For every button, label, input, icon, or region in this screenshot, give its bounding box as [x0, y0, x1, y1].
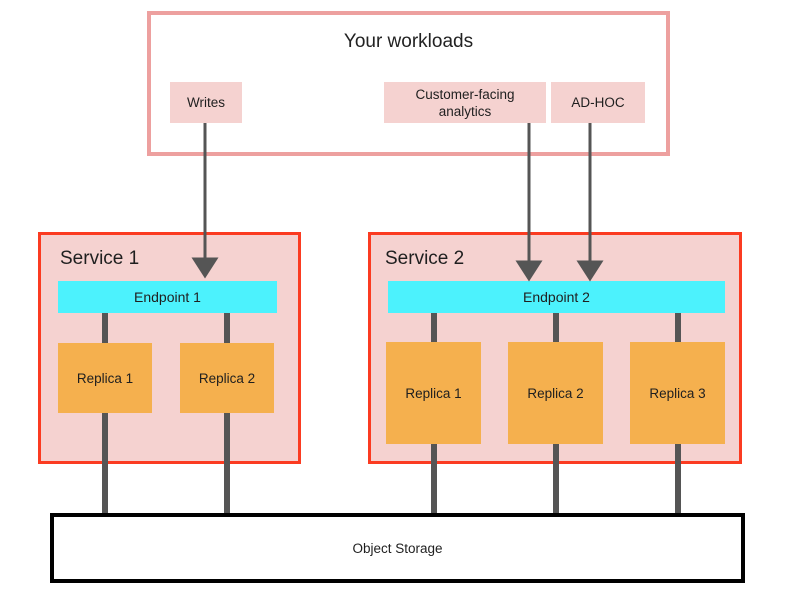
service-1-replica-2[interactable]: Replica 2	[180, 343, 274, 413]
service-2-replica-3[interactable]: Replica 3	[630, 342, 725, 444]
workload-box-customer-facing-analytics[interactable]: Customer-facing analytics	[384, 82, 546, 123]
object-storage-box[interactable]: Object Storage	[50, 513, 745, 583]
pipe-service2-replica2-storage	[553, 443, 559, 517]
pipe-service1-replica2-storage	[224, 411, 230, 517]
workload-box-ad-hoc[interactable]: AD-HOC	[551, 82, 645, 123]
pipe-service2-replica1-storage	[431, 443, 437, 517]
service-2-replica-2[interactable]: Replica 2	[508, 342, 603, 444]
workloads-title: Your workloads	[343, 31, 474, 52]
pipe-endpoint2-replica2	[553, 313, 559, 345]
endpoint-2[interactable]: Endpoint 2	[388, 281, 725, 313]
service-2-title: Service 2	[385, 248, 465, 269]
pipe-endpoint1-replica2	[224, 313, 230, 345]
service-1-replica-1[interactable]: Replica 1	[58, 343, 152, 413]
pipe-endpoint1-replica1	[102, 313, 108, 345]
pipe-endpoint2-replica3	[675, 313, 681, 345]
pipe-endpoint2-replica1	[431, 313, 437, 345]
workload-box-writes[interactable]: Writes	[170, 82, 242, 123]
pipe-service1-replica1-storage	[102, 411, 108, 517]
service-2-replica-1[interactable]: Replica 1	[386, 342, 481, 444]
endpoint-1[interactable]: Endpoint 1	[58, 281, 277, 313]
pipe-service2-replica3-storage	[675, 443, 681, 517]
service-1-title: Service 1	[60, 248, 140, 269]
